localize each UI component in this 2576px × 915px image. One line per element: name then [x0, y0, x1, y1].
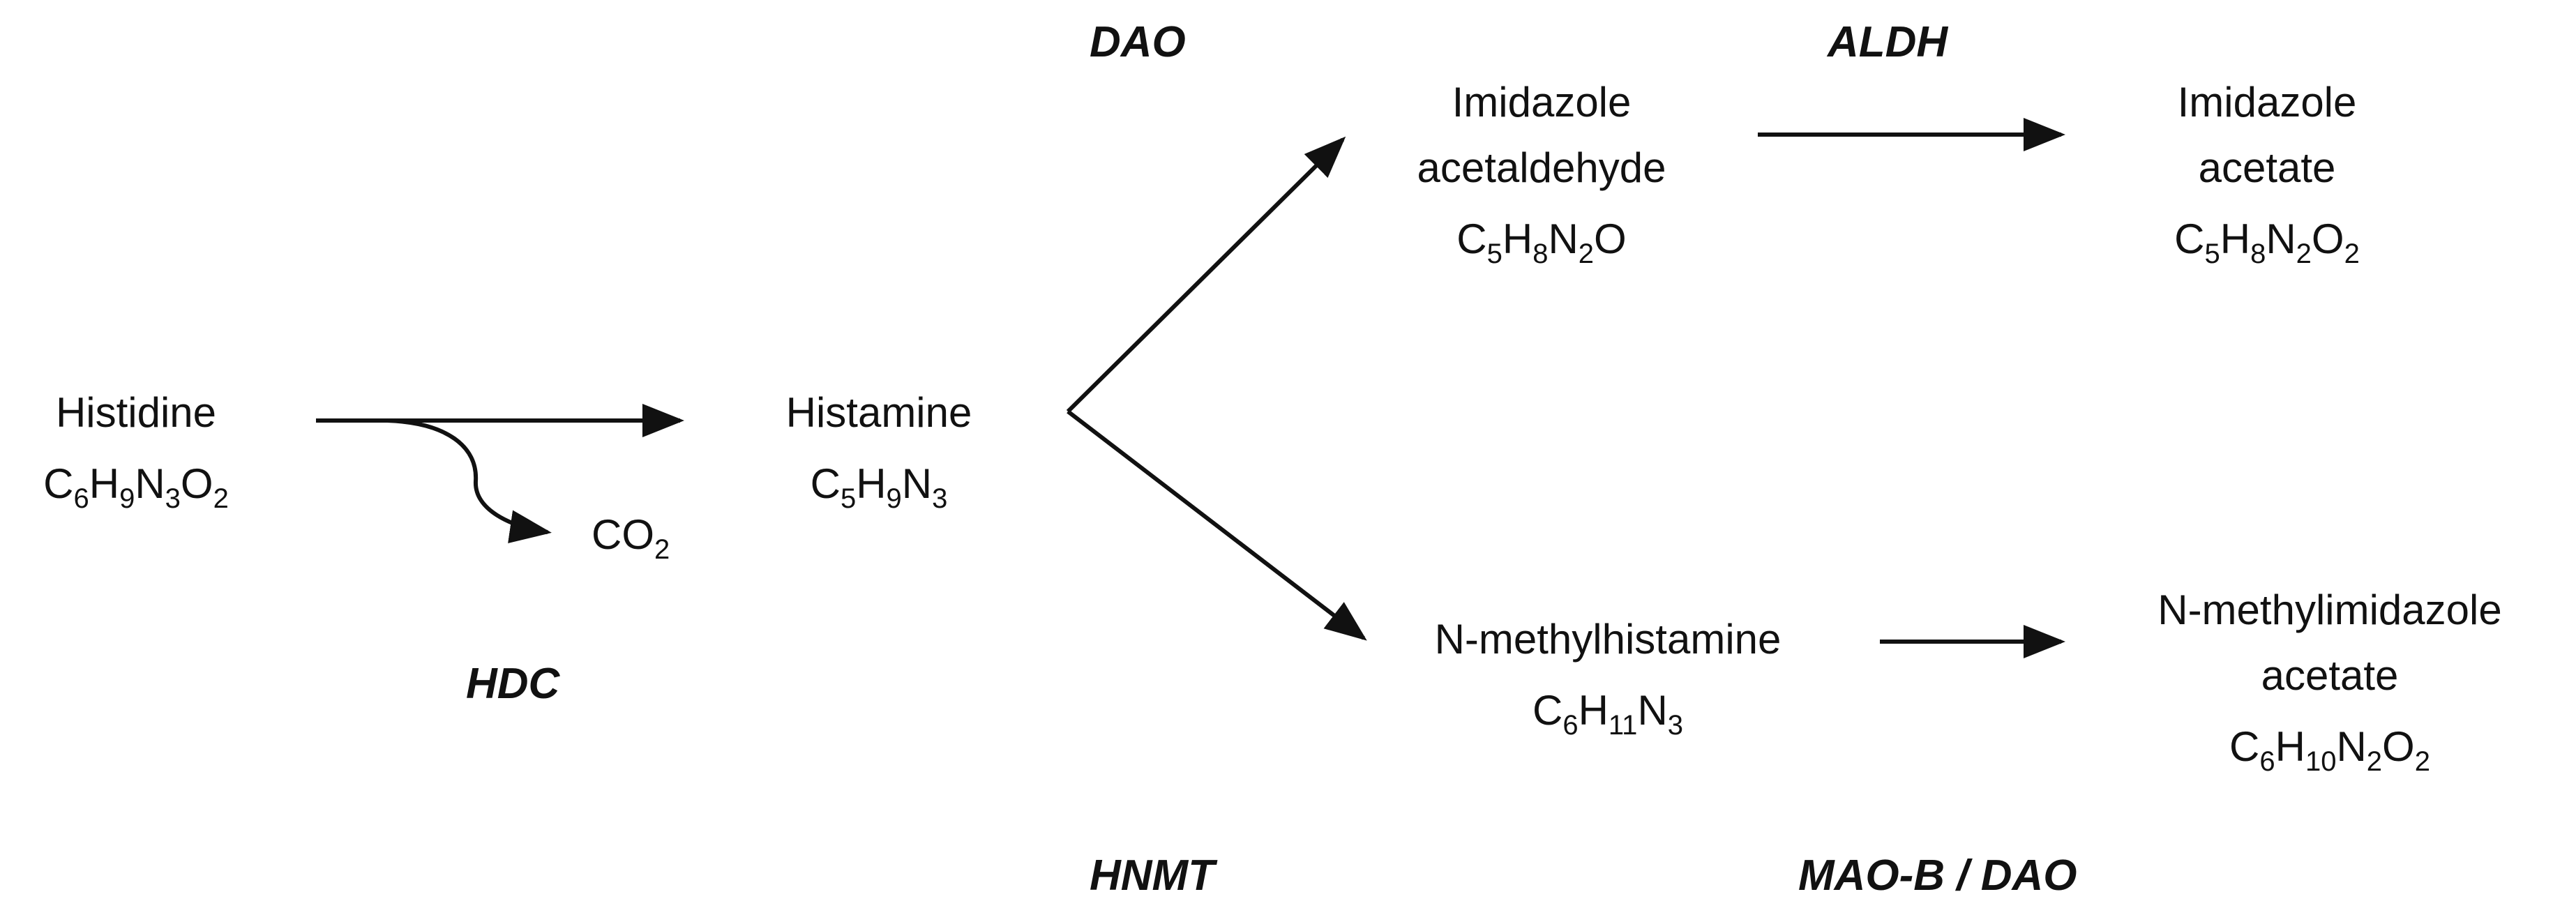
formula-subscript: 3	[932, 483, 948, 514]
formula-subscript: 9	[886, 483, 902, 514]
compound-name-line-2: acetate	[2261, 652, 2399, 699]
formula-subscript: 11	[1608, 710, 1638, 741]
enzyme-hnmt: HNMT	[1090, 852, 1215, 900]
compound-name: Histamine	[785, 389, 972, 436]
formula-subscript: 5	[2204, 239, 2220, 269]
formula-subscript: 3	[1667, 710, 1684, 741]
formula-subscript: 6	[73, 483, 89, 514]
chemical-formula: C5H8N2O2	[2174, 215, 2360, 269]
enzyme-aldh: ALDH	[1828, 18, 1948, 66]
formula-subscript: 6	[1562, 710, 1579, 741]
compound-n-methylhistamine: N-methylhistamine C6H11N3	[1378, 607, 1838, 743]
formula-subscript: 8	[2250, 239, 2266, 269]
compound-imidazole-acetate: Imidazole acetate C5H8N2O2	[2127, 70, 2406, 272]
byproduct-co2: CO2	[592, 511, 670, 565]
formula-subscript: 5	[840, 483, 857, 514]
compound-name: N-methylhistamine	[1434, 616, 1782, 663]
enzyme-dao: DAO	[1090, 18, 1186, 66]
formula-subscript: 6	[2259, 746, 2275, 777]
compound-histidine: Histidine C6H9N3O2	[21, 380, 251, 517]
chemical-formula: C6H9N3O2	[43, 460, 229, 514]
formula-subscript: 8	[1532, 239, 1549, 269]
compound-name: Histidine	[55, 389, 217, 436]
compound-name-line-1: Imidazole	[1452, 79, 1632, 126]
chemical-formula: C6H10N2O2	[2229, 723, 2430, 777]
formula-subscript: 3	[165, 483, 181, 514]
formula-subscript: 2	[2366, 746, 2383, 777]
arrow-histamine-to-imidazole-acetaldehyde	[1066, 136, 1346, 414]
formula-subscript: 10	[2305, 746, 2337, 777]
formula-subscript: 2	[2296, 239, 2312, 269]
chemical-formula: C5H8N2O	[1456, 215, 1627, 269]
chemical-formula: C5H9N3	[810, 460, 948, 514]
enzyme-hdc: HDC	[466, 660, 560, 708]
formula-subscript: 2	[1578, 239, 1595, 269]
formula-subscript: 9	[119, 483, 135, 514]
compound-name-line-1: Imidazole	[2177, 79, 2357, 126]
formula-subscript: 2	[654, 534, 670, 565]
compound-histamine: Histamine C5H9N3	[750, 380, 1008, 517]
formula-subscript: 2	[2414, 746, 2430, 777]
arrow-histamine-to-n-methylhistamine	[1067, 409, 1367, 641]
compound-name-line-1: N-methylimidazole	[2157, 587, 2502, 633]
formula-subscript: 2	[2344, 239, 2360, 269]
compound-n-methylimidazole-acetate: N-methylimidazole acetate C6H10N2O2	[2100, 577, 2560, 780]
formula-subscript: 2	[213, 483, 229, 514]
compound-name-line-2: acetate	[2198, 144, 2336, 191]
enzyme-mao-b-dao: MAO-B / DAO	[1798, 852, 2077, 900]
formula-subscript: 5	[1486, 239, 1502, 269]
arrow-co2-release	[386, 418, 552, 543]
compound-name-line-2: acetaldehyde	[1417, 144, 1666, 191]
compound-imidazole-acetaldehyde: Imidazole acetaldehyde C5H8N2O	[1374, 70, 1709, 272]
chemical-formula: C6H11N3	[1532, 687, 1684, 741]
